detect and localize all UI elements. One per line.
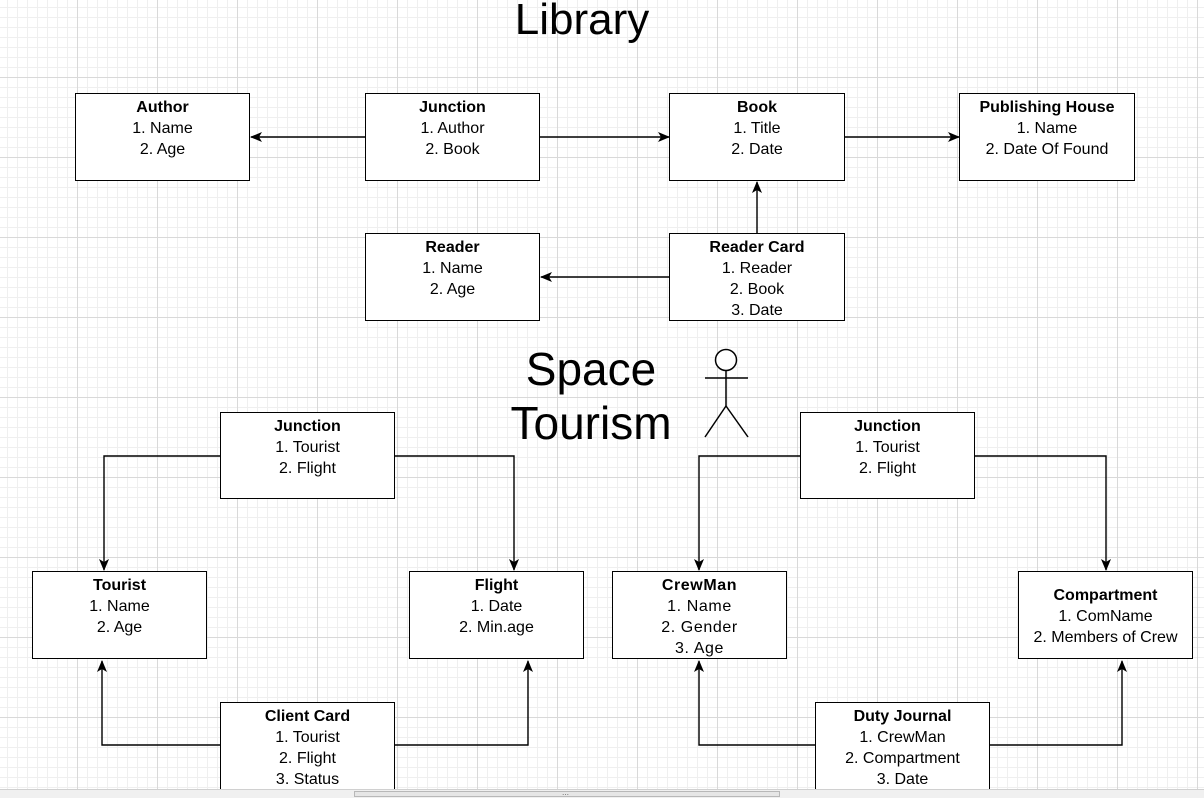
entity-name: Reader Card xyxy=(709,239,805,256)
entity-field: 2. Age xyxy=(96,619,143,636)
entity-field: 1. Author xyxy=(420,120,485,137)
entity-field: 2. Flight xyxy=(279,750,336,767)
entity-field: 2. Gender xyxy=(661,619,738,636)
entity-field: 1. Tourist xyxy=(855,439,920,456)
entity-name: CrewMan xyxy=(661,577,738,594)
entity-field: 1. Date xyxy=(470,598,523,615)
entity-field: 1. Name xyxy=(1016,120,1078,137)
entity-field: 1. Name xyxy=(667,598,732,615)
entity-name: Tourist xyxy=(92,577,147,594)
entity-field: 1. Name xyxy=(422,260,483,277)
entity-field: 2. Flight xyxy=(279,460,336,477)
entity-name: Reader xyxy=(425,239,480,256)
entity-field: 1. Tourist xyxy=(275,729,340,746)
entity-name: Compartment xyxy=(1053,587,1158,604)
entity-name: Duty Journal xyxy=(853,708,952,725)
entity-name: Publishing House xyxy=(979,99,1115,116)
entity-field: 2. Compartment xyxy=(845,750,960,767)
library-title: Library xyxy=(514,0,650,44)
entity-field: 1. Tourist xyxy=(275,439,340,456)
entity-field: 1. Reader xyxy=(721,260,793,277)
entity-field: 2. Book xyxy=(729,281,785,298)
connector-junction-left-to-flight xyxy=(394,455,519,571)
entity-name: Junction xyxy=(419,99,486,116)
entity-junction-tourism-right[interactable]: Junction 1. Tourist 2. Flight xyxy=(800,412,975,499)
entity-junction-tourism-left[interactable]: Junction 1. Tourist 2. Flight xyxy=(220,412,395,499)
entity-field: 2. Members of Crew xyxy=(1033,629,1178,646)
entity-tourist[interactable]: Tourist 1. Name 2. Age xyxy=(32,571,207,659)
entity-name: Flight xyxy=(474,577,519,594)
entity-author[interactable]: Author 1. Name 2. Age xyxy=(75,93,250,181)
connector-duty-journal-to-crewman xyxy=(694,660,816,746)
entity-field: 2. Date xyxy=(731,141,783,158)
entity-field: 2. Age xyxy=(139,141,186,158)
connector-junction-right-to-compartment xyxy=(974,455,1111,571)
entity-field: 2. Min.age xyxy=(459,619,534,636)
entity-name: Author xyxy=(136,99,189,116)
entity-name: Junction xyxy=(854,418,921,435)
entity-reader[interactable]: Reader 1. Name 2. Age xyxy=(365,233,540,321)
entity-field: 2. Book xyxy=(425,141,480,158)
entity-client-card[interactable]: Client Card 1. Tourist 2. Flight 3. Stat… xyxy=(220,702,395,790)
entity-field: 2. Date Of Found xyxy=(985,141,1109,158)
connector-duty-journal-to-compartment xyxy=(989,660,1127,746)
connector-client-card-to-flight xyxy=(394,660,533,746)
entity-name: Junction xyxy=(274,418,341,435)
entity-field: 3. Status xyxy=(275,771,340,788)
connector-junction-left-to-tourist xyxy=(99,455,221,571)
entity-duty-journal[interactable]: Duty Journal 1. CrewMan 2. Compartment 3… xyxy=(815,702,990,790)
entity-crewman[interactable]: CrewMan 1. Name 2. Gender 3. Age xyxy=(612,571,787,659)
entity-book[interactable]: Book 1. Title 2. Date xyxy=(669,93,845,181)
entity-field: 3. Age xyxy=(675,640,724,657)
space-tourism-title-line2: Tourism xyxy=(510,397,672,449)
entity-flight[interactable]: Flight 1. Date 2. Min.age xyxy=(409,571,584,659)
entity-name: Client Card xyxy=(264,708,351,725)
actor-figure-icon xyxy=(704,348,749,438)
entity-reader-card[interactable]: Reader Card 1. Reader 2. Book 3. Date xyxy=(669,233,845,321)
connector-junction-right-to-crewman xyxy=(694,455,801,571)
entity-compartment[interactable]: Compartment 1. ComName 2. Members of Cre… xyxy=(1018,571,1193,659)
entity-field: 1. Name xyxy=(132,120,193,137)
scrollbar-grip-icon: … xyxy=(562,789,569,797)
entity-field: 1. Name xyxy=(89,598,150,615)
connector-client-card-to-tourist xyxy=(97,660,221,746)
entity-publishing-house[interactable]: Publishing House 1. Name 2. Date Of Foun… xyxy=(959,93,1135,181)
entity-field: 1. Title xyxy=(733,120,781,137)
entity-field: 1. ComName xyxy=(1058,608,1153,625)
entity-name: Book xyxy=(737,99,777,116)
entity-field: 3. Date xyxy=(731,302,783,319)
entity-junction-library[interactable]: Junction 1. Author 2. Book xyxy=(365,93,540,181)
space-tourism-title-line1: Space xyxy=(525,343,657,395)
entity-field: 1. CrewMan xyxy=(859,729,946,746)
entity-field: 2. Age xyxy=(429,281,476,298)
entity-field: 2. Flight xyxy=(859,460,916,477)
entity-field: 3. Date xyxy=(876,771,929,788)
